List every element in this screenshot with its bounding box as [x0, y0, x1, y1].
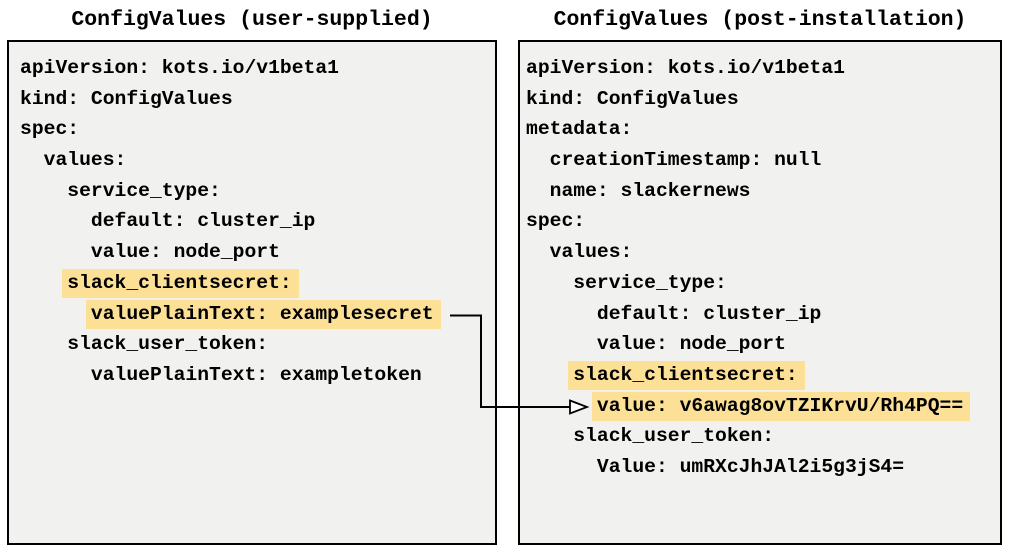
yaml-indent — [20, 241, 91, 263]
yaml-text: default: cluster_ip — [90, 210, 316, 233]
yaml-text: service_type: — [573, 271, 727, 294]
yaml-line: name: slackernews — [526, 176, 1000, 207]
yaml-indent — [526, 456, 597, 478]
yaml-indent — [526, 425, 573, 447]
yaml-text: metadata: — [526, 118, 633, 141]
yaml-line: slack_user_token: — [526, 421, 1000, 452]
yaml-line: kind: ConfigValues — [526, 84, 1000, 115]
yaml-line: service_type: — [526, 268, 1000, 299]
yaml-indent — [526, 395, 597, 417]
yaml-indent — [526, 333, 597, 355]
yaml-line: metadata: — [526, 114, 1000, 145]
yaml-text: apiVersion: kots.io/v1beta1 — [20, 57, 339, 79]
left-panel: apiVersion: kots.io/v1beta1 kind: ConfigV… — [7, 40, 497, 545]
yaml-indent — [526, 180, 550, 202]
yaml-indent — [20, 303, 91, 325]
highlighted-yaml-text: value: v6awag8ovTZIKrvU/Rh4PQ== — [591, 391, 971, 421]
yaml-line: slack_clientsecret: — [526, 360, 1000, 391]
yaml-line: spec: — [526, 206, 1000, 237]
highlighted-yaml-text: slack_clientsecret: — [568, 360, 805, 390]
yaml-line: slack_clientsecret: — [20, 268, 495, 299]
yaml-text: values: — [43, 149, 127, 172]
yaml-indent — [20, 272, 67, 294]
yaml-text: spec: — [20, 118, 80, 141]
yaml-indent — [20, 180, 67, 202]
left-yaml-code: apiVersion: kots.io/v1beta1 kind: ConfigV… — [9, 42, 495, 391]
yaml-text: kind: ConfigValues — [20, 87, 233, 110]
yaml-line: valuePlainText: examplesecret — [20, 299, 495, 330]
yaml-line: service_type: — [20, 176, 495, 207]
yaml-line: apiVersion: kots.io/v1beta1 — [526, 53, 1000, 84]
left-panel-title: ConfigValues (user-supplied) — [71, 8, 433, 32]
yaml-indent — [526, 364, 573, 386]
yaml-line: slack_user_token: — [20, 329, 495, 360]
yaml-text: service_type: — [67, 179, 221, 202]
yaml-line: value: node_port — [526, 329, 1000, 360]
yaml-text: valuePlainText: exampletoken — [90, 363, 422, 386]
yaml-text: spec: — [526, 210, 586, 233]
yaml-line: values: — [526, 237, 1000, 268]
highlighted-yaml-text: slack_clientsecret: — [62, 268, 299, 298]
yaml-text: name: slackernews — [549, 179, 751, 202]
yaml-indent — [526, 272, 573, 294]
yaml-text: slack_user_token: — [573, 425, 775, 448]
yaml-text: values: — [549, 241, 633, 264]
yaml-line: value: node_port — [20, 237, 495, 268]
yaml-line: valuePlainText: exampletoken — [20, 360, 495, 391]
yaml-line: value: v6awag8ovTZIKrvU/Rh4PQ== — [526, 391, 1000, 422]
highlighted-yaml-text: valuePlainText: examplesecret — [85, 299, 441, 329]
yaml-text: value: node_port — [596, 333, 786, 356]
yaml-indent — [20, 149, 44, 171]
yaml-text: Value: umRXcJhJAl2i5g3jS4= — [596, 455, 905, 478]
yaml-line: values: — [20, 145, 495, 176]
yaml-indent — [20, 364, 91, 386]
yaml-indent — [526, 149, 550, 171]
yaml-text: creationTimestamp: null — [549, 149, 822, 172]
yaml-text: value: node_port — [90, 241, 280, 264]
yaml-text: slack_user_token: — [67, 333, 269, 356]
yaml-indent — [20, 333, 67, 355]
yaml-line: creationTimestamp: null — [526, 145, 1000, 176]
right-panel: apiVersion: kots.io/v1beta1 kind: ConfigV… — [518, 40, 1002, 545]
yaml-line: spec: — [20, 114, 495, 145]
yaml-line: default: cluster_ip — [20, 206, 495, 237]
yaml-indent — [20, 210, 91, 232]
yaml-text: kind: ConfigValues — [526, 87, 739, 110]
yaml-indent — [526, 241, 550, 263]
right-yaml-code: apiVersion: kots.io/v1beta1 kind: ConfigV… — [520, 42, 1000, 483]
yaml-indent — [526, 303, 597, 325]
yaml-line: kind: ConfigValues — [20, 84, 495, 115]
yaml-line: default: cluster_ip — [526, 299, 1000, 330]
yaml-line: apiVersion: kots.io/v1beta1 — [20, 53, 495, 84]
right-panel-title: ConfigValues (post-installation) — [553, 8, 967, 32]
yaml-text: apiVersion: kots.io/v1beta1 — [526, 57, 845, 79]
yaml-line: Value: umRXcJhJAl2i5g3jS4= — [526, 452, 1000, 483]
yaml-text: default: cluster_ip — [596, 302, 822, 325]
